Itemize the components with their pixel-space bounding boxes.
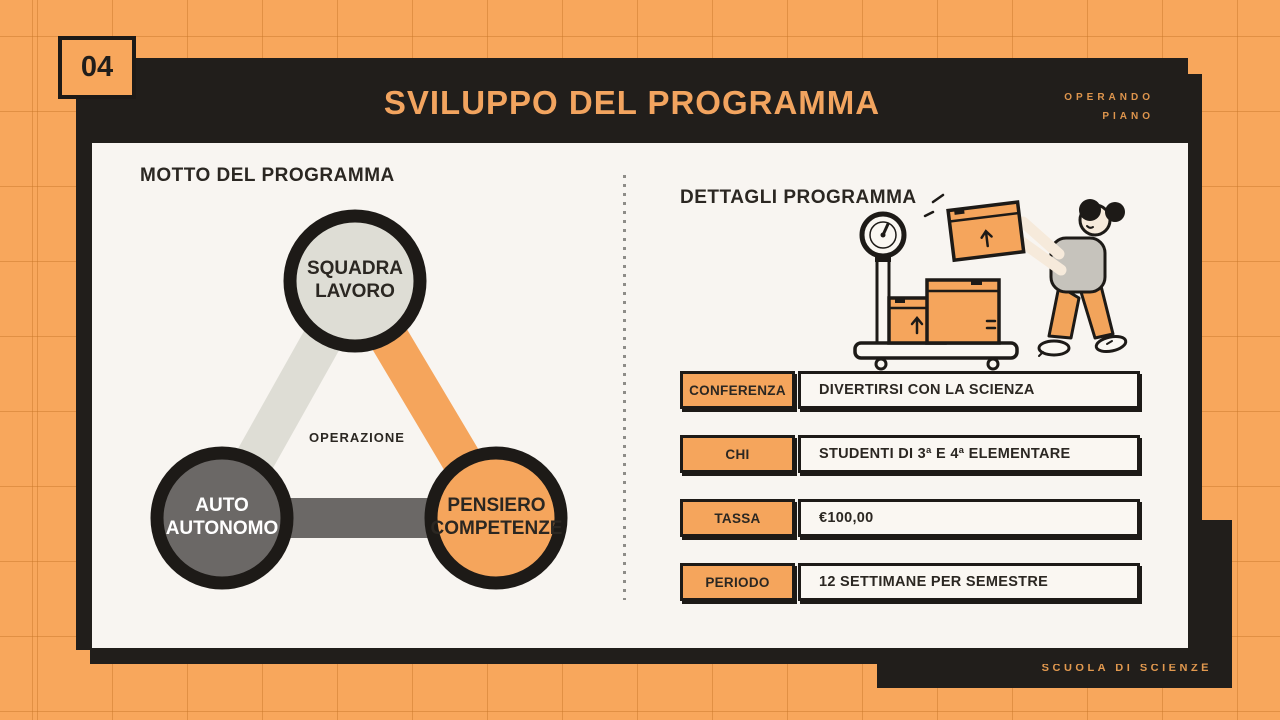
row-value-conferenza: DIVERTIRSI CON LA SCIENZA bbox=[798, 371, 1140, 409]
node-auto-autonomo bbox=[150, 446, 294, 590]
footer-tag: SCUOLA DI SCIENZE bbox=[1041, 662, 1212, 674]
woman-leg-left bbox=[1047, 284, 1081, 340]
wheel-left bbox=[874, 357, 888, 371]
diagram-center-label: OPERAZIONE bbox=[309, 430, 405, 445]
table-row: PERIODO 12 SETTIMANE PER SEMESTRE bbox=[680, 563, 1140, 601]
box-large-marks bbox=[985, 319, 997, 330]
gauge-ring bbox=[869, 221, 897, 249]
gauge-pivot bbox=[880, 232, 886, 238]
platform bbox=[853, 341, 1019, 360]
node-pensiero-competenze bbox=[424, 446, 568, 590]
woman-shoe-left bbox=[1037, 339, 1071, 357]
woman-leg-right bbox=[1079, 284, 1115, 340]
woman-hair bbox=[1079, 199, 1101, 221]
row-value-tassa: €100,00 bbox=[798, 499, 1140, 537]
motion-dashes bbox=[923, 193, 945, 218]
left-section-heading: MOTTO DEL PROGRAMMA bbox=[140, 165, 395, 186]
right-section-heading: DETTAGLI PROGRAMMA bbox=[680, 187, 917, 208]
box-large bbox=[925, 278, 1001, 345]
row-label-conferenza: CONFERENZA bbox=[680, 371, 795, 409]
box-large-tab bbox=[971, 280, 982, 285]
table-row: CONFERENZA DIVERTIRSI CON LA SCIENZA bbox=[680, 371, 1140, 409]
corner-tag-line1: OPERANDO bbox=[1064, 92, 1154, 103]
page-number: 04 bbox=[80, 51, 114, 83]
triangle-diagram bbox=[150, 209, 568, 590]
node-label-pensiero-competenze: PENSIERO COMPETENZE bbox=[430, 495, 563, 540]
table-row: TASSA €100,00 bbox=[680, 499, 1140, 537]
table-row: CHI STUDENTI DI 3ª E 4ª ELEMENTARE bbox=[680, 435, 1140, 473]
row-value-periodo: 12 SETTIMANE PER SEMESTRE bbox=[798, 563, 1140, 601]
corner-tag: OPERANDO PIANO bbox=[1064, 88, 1154, 126]
node-squadra-lavoro bbox=[283, 209, 427, 353]
woman-shoe-right bbox=[1094, 334, 1128, 354]
box-small-arrow bbox=[910, 316, 924, 335]
row-value-chi: STUDENTI DI 3ª E 4ª ELEMENTARE bbox=[798, 435, 1140, 473]
woman-ponytail bbox=[1105, 202, 1125, 222]
dotted-divider bbox=[623, 175, 626, 600]
held-box bbox=[946, 200, 1026, 263]
feet-sparkles bbox=[1038, 340, 1113, 357]
woman-figure bbox=[946, 199, 1128, 357]
row-label-periodo: PERIODO bbox=[680, 563, 795, 601]
woman-arm-lower bbox=[1013, 234, 1067, 276]
node-label-squadra-lavoro: SQUADRA LAVORO bbox=[306, 258, 404, 303]
corner-tag-line2: PIANO bbox=[1102, 111, 1154, 122]
row-label-tassa: TASSA bbox=[680, 499, 795, 537]
slide: SVILUPPO DEL PROGRAMMA OPERANDO PIANO MO… bbox=[76, 58, 1188, 650]
wheel-right bbox=[986, 357, 1000, 371]
page-number-box: 04 bbox=[58, 36, 136, 99]
node-label-auto-autonomo: AUTO AUTONOMO bbox=[165, 495, 279, 540]
boxes-scale-illustration bbox=[853, 193, 1128, 371]
woman-smile bbox=[1086, 225, 1094, 229]
content-panel: MOTTO DEL PROGRAMMA SQUADRA LAVORO AUTO … bbox=[92, 143, 1188, 648]
woman-arm-upper bbox=[1017, 216, 1065, 260]
slide-title: SVILUPPO DEL PROGRAMMA bbox=[383, 84, 881, 121]
box-small-tab bbox=[895, 298, 905, 303]
scale-pole bbox=[875, 256, 891, 350]
row-label-chi: CHI bbox=[680, 435, 795, 473]
